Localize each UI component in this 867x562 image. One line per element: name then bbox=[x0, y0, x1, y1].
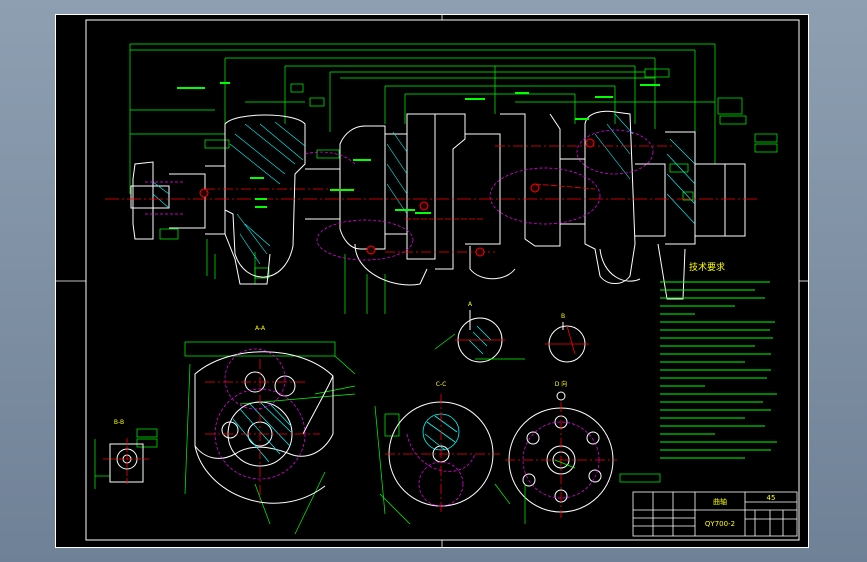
c-c-dimensions bbox=[374, 405, 511, 525]
detail-centerlines bbox=[455, 325, 589, 355]
c-c-centerlines bbox=[385, 394, 500, 514]
technical-requirements: 技术要求 bbox=[660, 261, 777, 459]
drawing-number: QY700-2 bbox=[705, 520, 735, 528]
c-c-hidden bbox=[406, 433, 476, 507]
section-c-c: C-C bbox=[374, 381, 511, 525]
title-block: 曲轴 QY700-2 45 bbox=[632, 491, 798, 537]
a-a-centerlines bbox=[205, 359, 320, 504]
section-b-b: B-B bbox=[94, 419, 158, 489]
material: 45 bbox=[767, 494, 776, 502]
label-c-c: C-C bbox=[436, 381, 447, 388]
oil-holes bbox=[199, 138, 595, 257]
label-view-a: A bbox=[468, 301, 473, 308]
crankshaft-drawing: 技术要求 A-A bbox=[55, 14, 809, 548]
leader-marks bbox=[177, 82, 660, 214]
part-name: 曲轴 bbox=[713, 497, 727, 506]
tolerance-frames bbox=[159, 68, 778, 279]
hidden-lines bbox=[145, 129, 654, 261]
section-hatching bbox=[152, 113, 696, 265]
drawing-sheet: 技术要求 A-A bbox=[55, 14, 809, 548]
label-a-a: A-A bbox=[255, 325, 266, 332]
inner-border bbox=[85, 19, 800, 541]
b-b-dimensions bbox=[94, 428, 158, 489]
crankshaft-outline bbox=[130, 110, 746, 300]
d-view-dimensions bbox=[524, 459, 661, 524]
label-view-b: B bbox=[561, 313, 565, 320]
center-lines bbox=[105, 145, 760, 253]
detail-views: A B bbox=[434, 301, 589, 363]
b-b-outline bbox=[109, 443, 144, 483]
view-d: D 向 bbox=[505, 380, 661, 524]
main-view bbox=[105, 43, 778, 314]
tech-req-title: 技术要求 bbox=[689, 261, 725, 273]
label-d-view: D 向 bbox=[555, 380, 568, 388]
detail-dimensions bbox=[434, 333, 525, 360]
a-a-dimensions bbox=[184, 341, 356, 535]
d-view-centerlines bbox=[505, 402, 617, 518]
outer-border bbox=[55, 14, 809, 548]
top-dimensions bbox=[129, 43, 716, 314]
detail-hatch bbox=[468, 325, 492, 355]
tech-req-lines bbox=[660, 281, 777, 459]
b-b-centerlines bbox=[103, 438, 151, 484]
label-b-b: B-B bbox=[114, 419, 124, 426]
section-a-a: A-A bbox=[184, 325, 356, 535]
